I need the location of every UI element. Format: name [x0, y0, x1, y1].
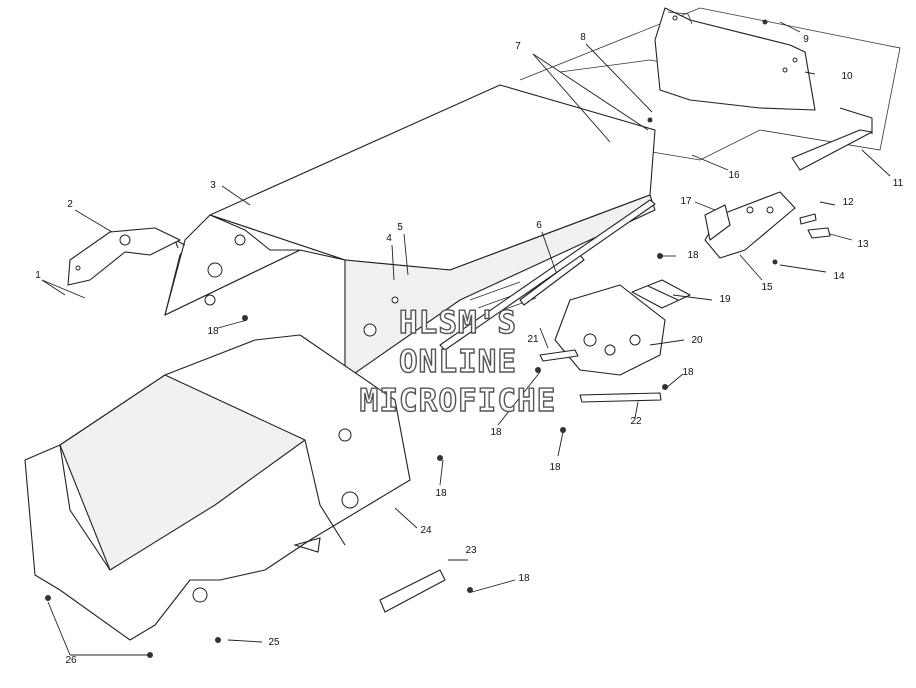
watermark-line-3: MICROFICHE: [360, 383, 557, 419]
bracket-part-2: [67, 227, 181, 286]
callout-14: 14: [833, 271, 845, 282]
callout-10: 10: [841, 71, 853, 82]
clip-part-17: [704, 204, 731, 241]
callout-2: 2: [67, 199, 73, 210]
callout-18-a: 18: [207, 326, 219, 337]
callout-7: 7: [515, 41, 521, 52]
pin-part-13: [807, 227, 831, 239]
leader-lines: [41, 21, 891, 656]
footrest-part-19: [631, 279, 691, 309]
callout-13: 13: [857, 239, 869, 250]
chassis-part-24: [24, 334, 411, 641]
long-rod: [439, 199, 656, 351]
callout-18-e: 18: [549, 462, 561, 473]
callout-labels: 1 2 3 4 5 6 7 8 9 10 11 12 13 14 15 16 1…: [35, 32, 903, 666]
bolt-part-12: [799, 213, 817, 225]
callout-20: 20: [691, 335, 703, 346]
watermark-line-2: ONLINE: [399, 344, 517, 380]
callout-6: 6: [536, 220, 542, 231]
callout-15: 15: [761, 282, 773, 293]
callout-9: 9: [803, 34, 809, 45]
watermark-line-1: HLSM'S: [399, 305, 517, 341]
rail-strip-part-11: [791, 107, 873, 171]
callout-19: 19: [719, 294, 731, 305]
watermark: HLSM'S ONLINE MICROFICHE: [359, 304, 557, 419]
rear-panel-part-10: [654, 7, 816, 111]
callout-17: 17: [680, 196, 692, 207]
callout-18-d: 18: [490, 427, 502, 438]
callout-25: 25: [268, 637, 280, 648]
callout-18-c: 18: [682, 367, 694, 378]
callout-3: 3: [210, 180, 216, 191]
callout-22: 22: [630, 416, 642, 427]
callout-12: 12: [842, 197, 854, 208]
callout-21: 21: [527, 334, 539, 345]
shaft-part-22: [579, 392, 662, 403]
callout-16: 16: [728, 170, 740, 181]
callout-24: 24: [420, 525, 432, 536]
callout-8: 8: [580, 32, 586, 43]
callout-23: 23: [465, 545, 477, 556]
callout-4: 4: [386, 233, 392, 244]
tunnel-part-3: [164, 84, 656, 381]
callout-18-b: 18: [687, 250, 699, 261]
callout-5: 5: [397, 222, 403, 233]
shaft-part-21: [539, 349, 579, 362]
hinge-part-15: [704, 191, 796, 259]
callout-1: 1: [35, 270, 41, 281]
callout-18-g: 18: [518, 573, 530, 584]
callout-18-f: 18: [435, 488, 447, 499]
bracket-part-20: [554, 284, 666, 376]
callout-26: 26: [65, 655, 77, 666]
plate-part-23: [379, 569, 446, 613]
fasteners: [45, 19, 778, 658]
callout-11: 11: [893, 178, 904, 189]
